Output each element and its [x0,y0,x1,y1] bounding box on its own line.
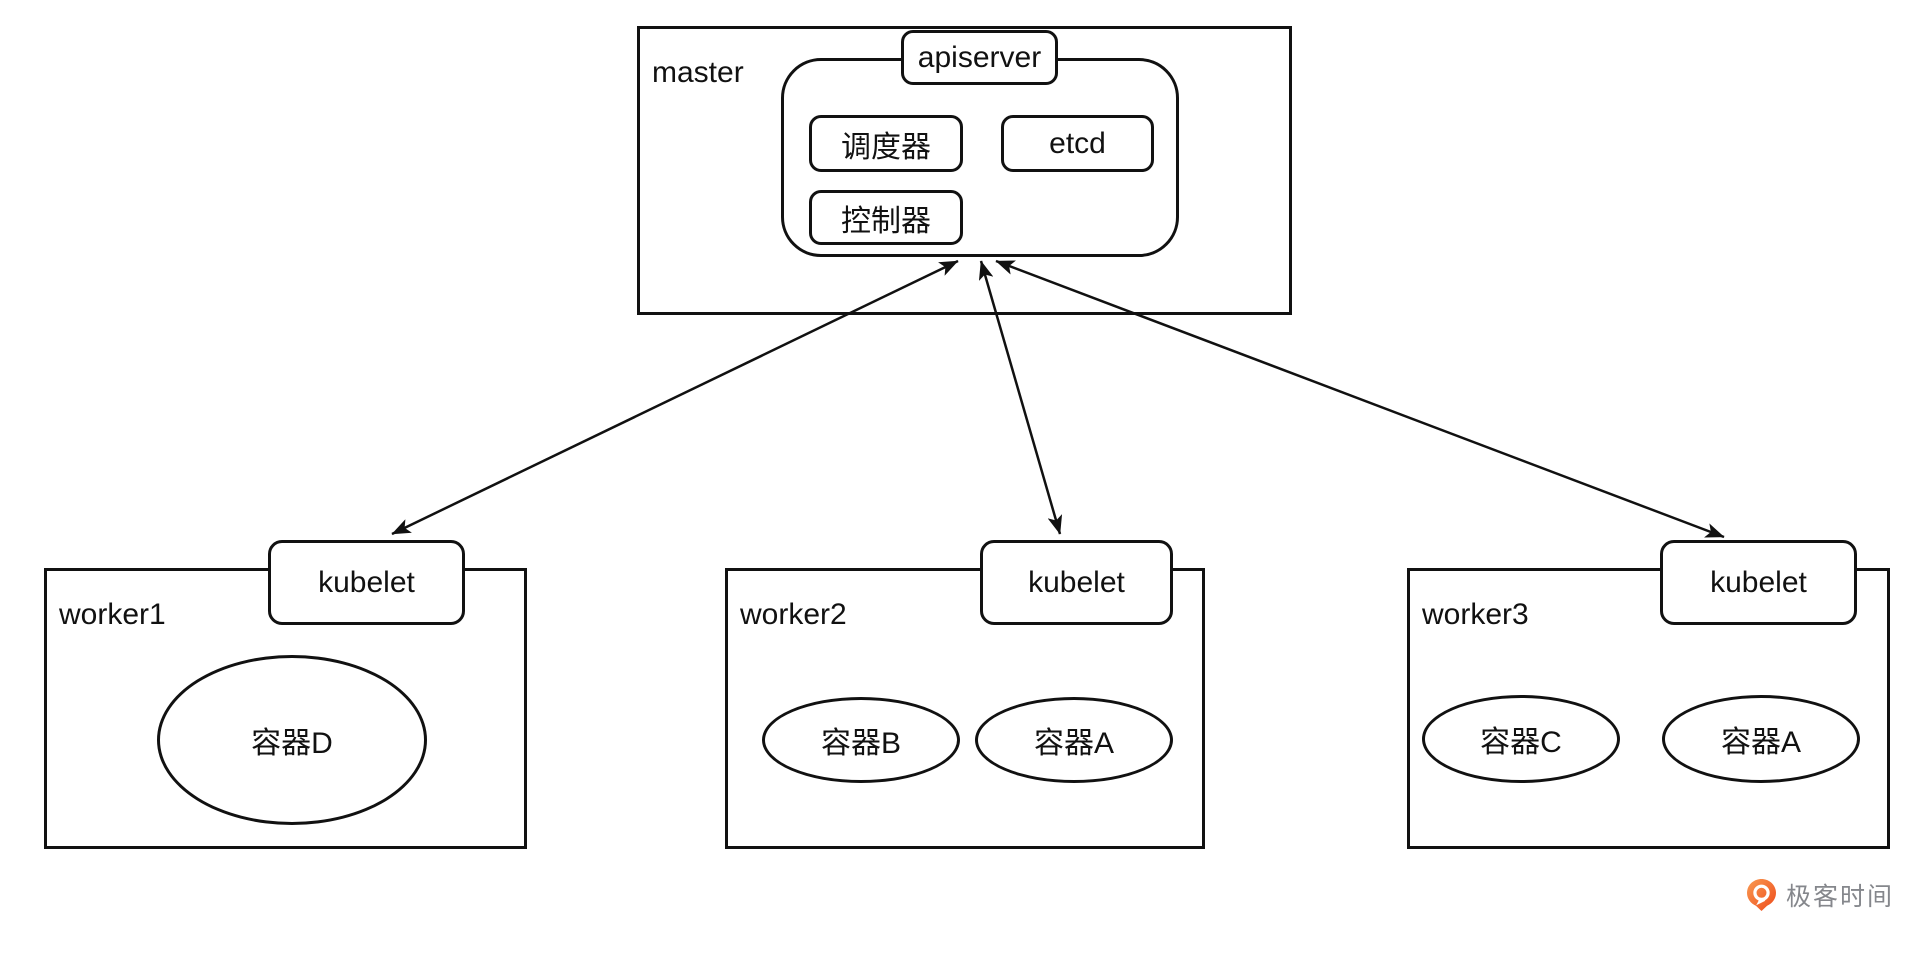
worker2-container-b-ellipse: 容器B [762,697,960,783]
worker2-container-a-ellipse: 容器A [975,697,1173,783]
worker2-label: worker2 [740,598,847,631]
geektime-logo-icon [1747,879,1776,911]
geektime-watermark: 极客时间 [1746,877,1894,913]
worker3-kubelet-box: kubelet [1660,540,1857,625]
apiserver-box: apiserver [901,30,1058,85]
etcd-box: etcd [1001,115,1154,172]
worker1-container-d-ellipse: 容器D [157,655,427,825]
worker2-node-box: worker2 kubelet 容器B 容器A [725,540,1205,849]
worker1-kubelet-box: kubelet [268,540,465,625]
worker2-kubelet-box: kubelet [980,540,1173,625]
worker1-node-box: worker1 kubelet 容器D [44,540,527,849]
scheduler-box: 调度器 [809,115,963,172]
master-label: master [652,56,744,89]
worker1-label: worker1 [59,598,166,631]
master-node-box: master apiserver 调度器 etcd 控制器 [637,26,1292,315]
worker3-container-a-ellipse: 容器A [1662,695,1860,783]
worker3-container-c-ellipse: 容器C [1422,695,1620,783]
controller-box: 控制器 [809,190,963,245]
worker3-label: worker3 [1422,598,1529,631]
geektime-logo-text: 极客时间 [1786,883,1895,911]
worker3-node-box: worker3 kubelet 容器C 容器A [1407,540,1890,849]
